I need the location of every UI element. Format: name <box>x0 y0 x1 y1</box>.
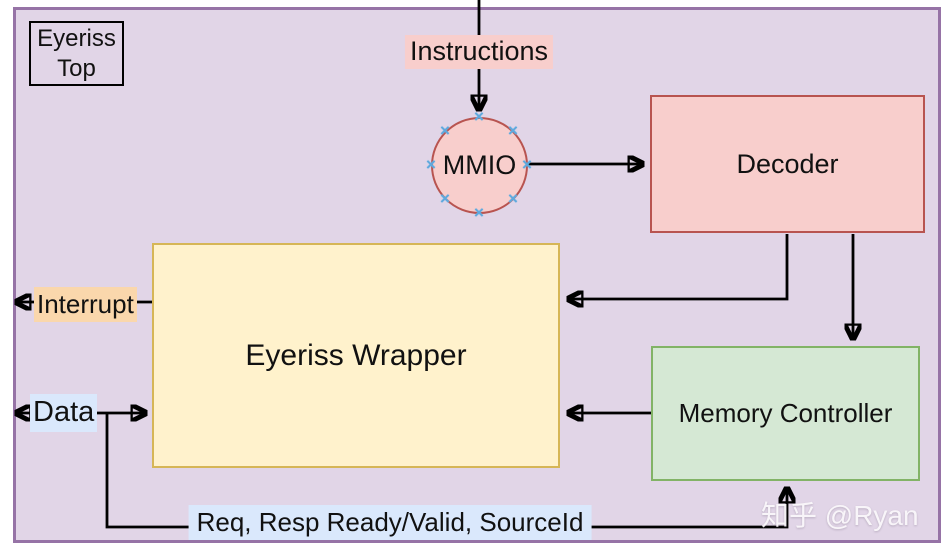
connection-point-icon[interactable]: × <box>426 155 436 175</box>
node-decoder[interactable]: Decoder <box>650 95 925 233</box>
connection-point-icon[interactable]: × <box>474 203 484 223</box>
node-eyeriss-wrapper[interactable]: Eyeriss Wrapper <box>152 243 560 468</box>
connection-point-icon[interactable]: × <box>440 189 450 209</box>
node-memory-controller[interactable]: Memory Controller <box>651 346 920 481</box>
connection-point-icon[interactable]: × <box>508 189 518 209</box>
connection-point-icon[interactable]: × <box>508 121 518 141</box>
decoder-text: Decoder <box>736 148 839 179</box>
edge-label-data[interactable]: Data <box>30 394 98 432</box>
eyeriss-top-text: Eyeriss Top <box>37 25 116 82</box>
mmio-text: MMIO <box>442 150 517 180</box>
edge-label-bus[interactable]: Req, Resp Ready/Valid, SourceId <box>188 505 592 540</box>
connection-point-icon[interactable]: × <box>440 121 450 141</box>
edge-decoder-to-wrapper[interactable] <box>568 234 789 299</box>
connection-point-icon[interactable]: × <box>474 107 484 127</box>
memory-controller-text: Memory Controller <box>678 398 893 428</box>
eyeriss-wrapper-text: Eyeriss Wrapper <box>245 338 467 372</box>
zhihu-watermark: 知乎 @Ryan <box>761 500 919 531</box>
node-mmio[interactable]: MMIO <box>431 117 528 214</box>
edge-label-instructions[interactable]: Instructions <box>404 35 554 69</box>
connection-point-icon[interactable]: × <box>522 155 532 175</box>
node-eyeriss-top-label[interactable]: Eyeriss Top <box>29 21 124 86</box>
edge-label-interrupt[interactable]: Interrupt <box>34 287 137 322</box>
